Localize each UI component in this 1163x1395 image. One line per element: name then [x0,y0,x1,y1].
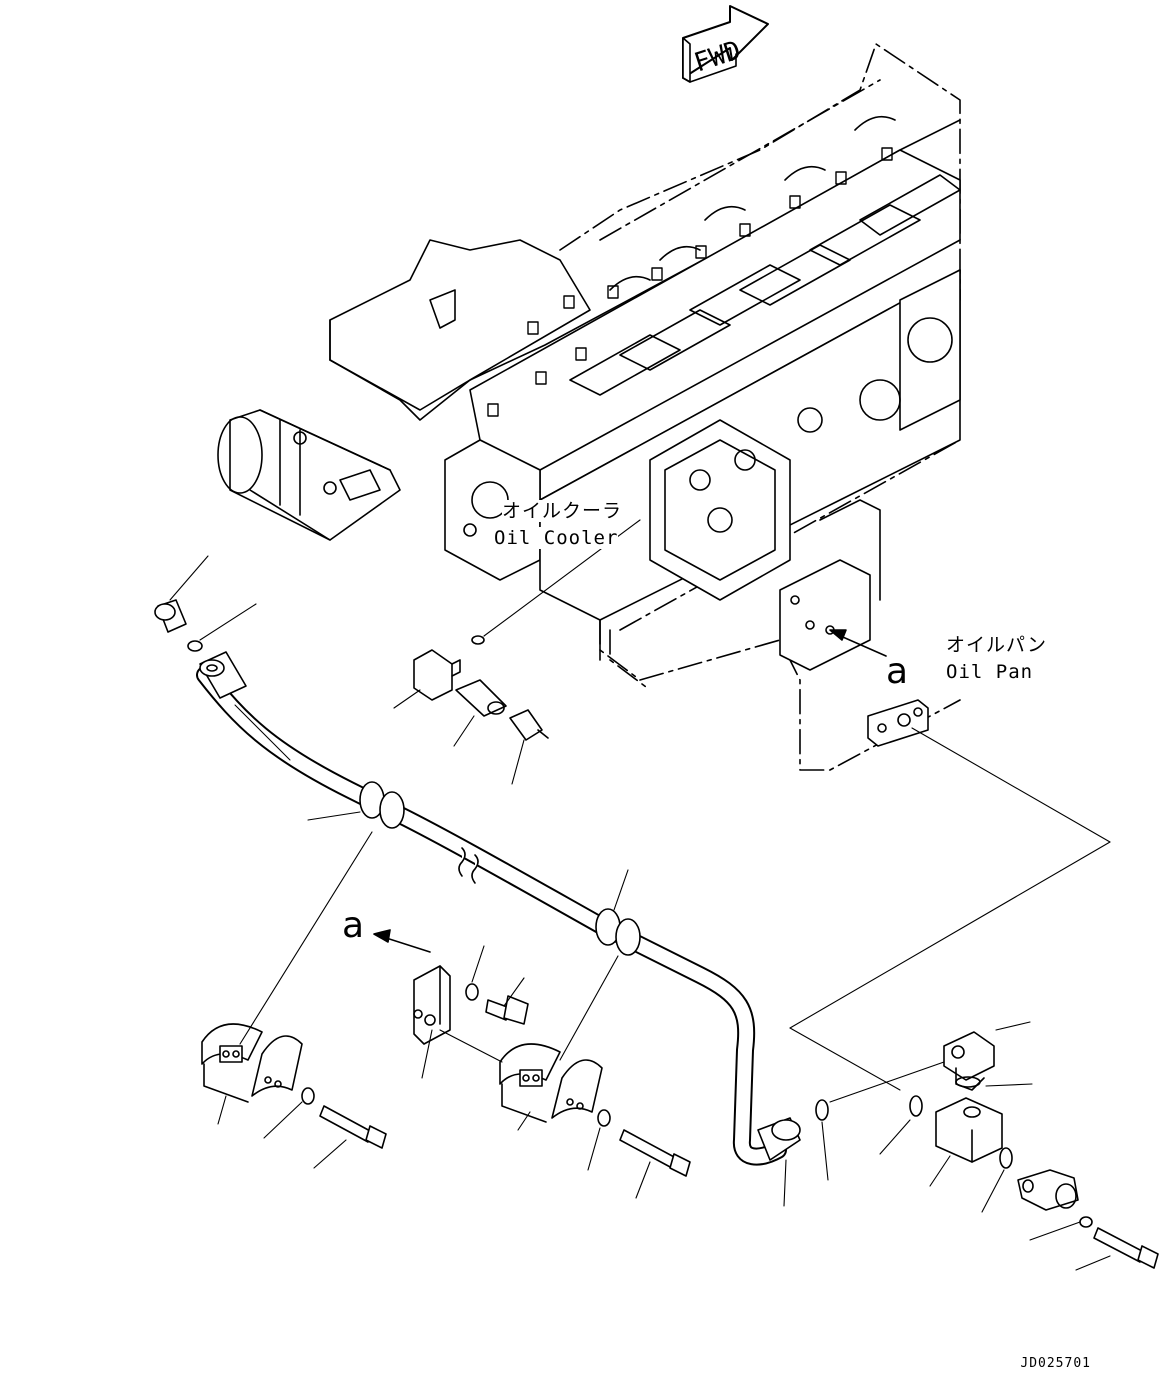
clamp-center [499,1043,603,1123]
pressure-sensor [509,709,549,741]
view-arrow-bracket [373,929,431,953]
washer-bracket [465,983,479,1001]
flange-bolt [1093,1227,1159,1269]
adapter-block [935,1097,1003,1163]
washer-right [1079,1216,1093,1228]
fwd-arrow-icon: FWD [682,5,769,83]
grommet-2 [595,908,641,956]
clamp-left [201,1023,303,1103]
oil-pan-plate [867,699,929,747]
oil-pan-label-ja: オイルパン [946,634,1047,656]
washer-clamp-center [597,1109,611,1127]
bracket-bolt [485,995,529,1025]
o-ring-right [955,1076,981,1088]
oil-cooler-label-ja: オイルクーラ [502,500,623,522]
tube-bracket [413,965,451,1045]
view-marker-engine: a [886,651,909,692]
leader-lines [169,519,1111,1271]
connector-fitting [455,679,507,717]
tube-end-fitting-top [199,651,247,699]
o-ring-block [909,1095,923,1117]
flange-fitting [1017,1169,1079,1211]
elbow-adapter-right [943,1031,995,1091]
elbow-fitting [413,649,461,701]
clamp-bolt-center [619,1129,691,1177]
view-marker-bracket: a [342,905,365,946]
banjo-bolt [154,599,187,633]
document-id: JD025701 [1020,1356,1091,1371]
washer-top [187,640,203,652]
o-ring-tube [815,1099,829,1121]
oil-pan-label-en: Oil Pan [946,661,1034,683]
washer-clamp-left [301,1087,315,1105]
o-ring-cooler [471,635,485,645]
view-arrow-engine [829,629,887,657]
gasket-right [999,1147,1013,1169]
clamp-bolt-left [319,1105,387,1149]
engine-block [329,43,961,771]
tube-end-fitting-bottom [757,1117,801,1161]
oil-cooler-label-en: Oil Cooler [494,527,619,549]
starter-motor [217,409,401,541]
oil-tube [196,651,801,1166]
grommet-1 [359,781,405,829]
